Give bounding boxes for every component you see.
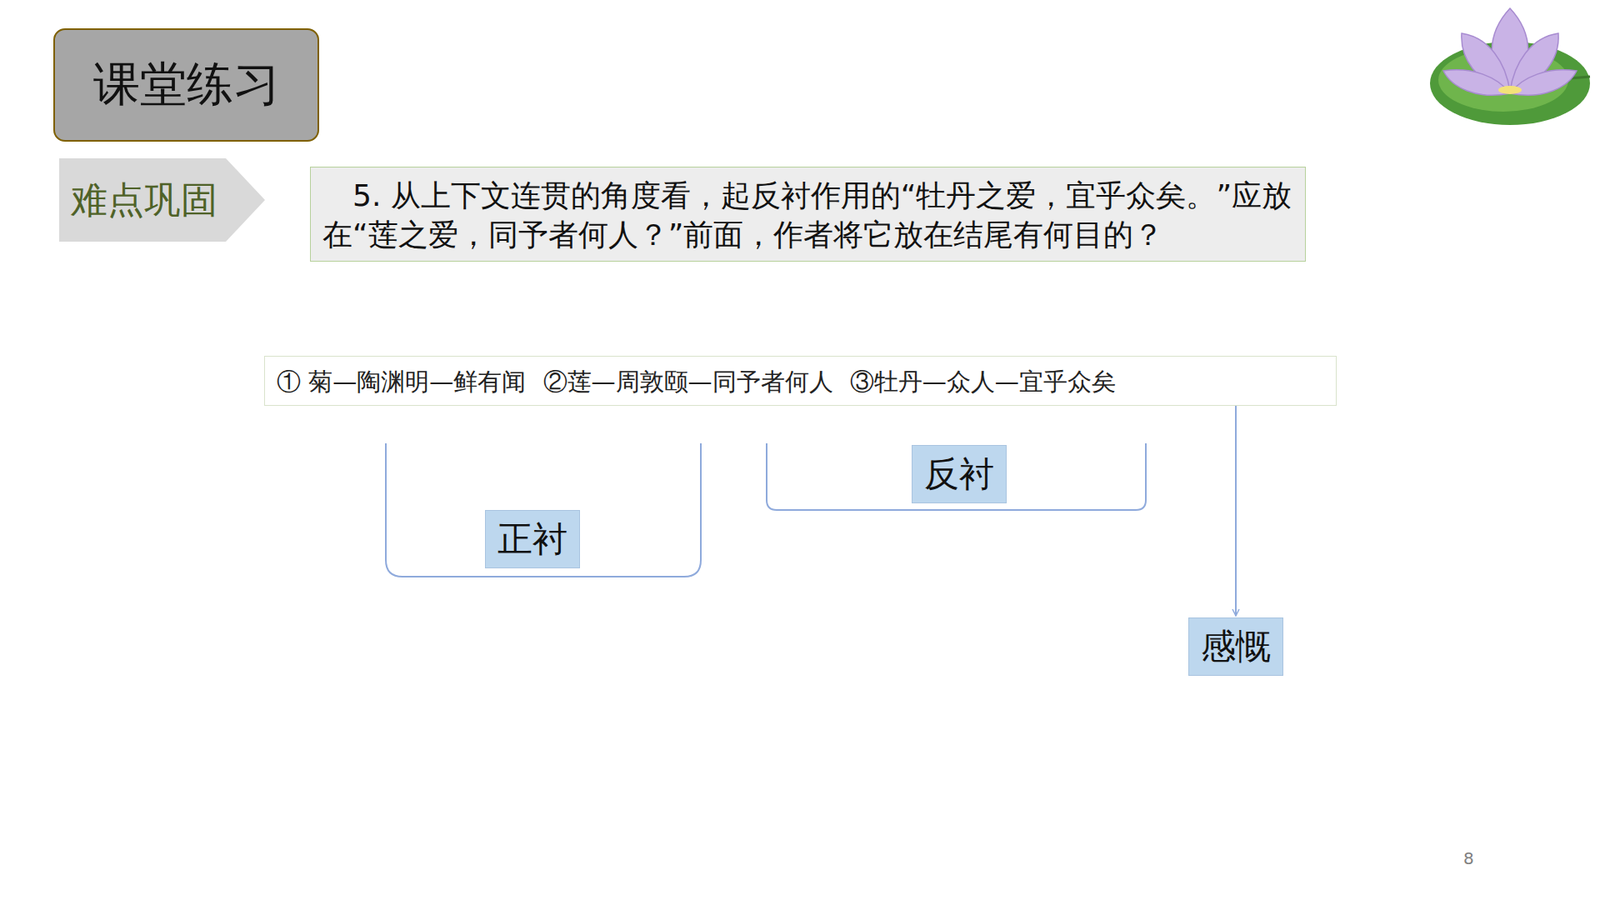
label-box: 正衬	[485, 510, 580, 569]
node-text: 感慨	[1200, 623, 1271, 670]
arrow-connector	[1235, 405, 1237, 616]
section-tag: 难点巩固	[59, 158, 265, 242]
node-text: ③牡丹—众人—宜乎众矣	[850, 367, 1116, 396]
node-text: ②莲—周敦颐—同予者何人	[543, 367, 834, 396]
bracket-contrast	[766, 443, 1146, 510]
slide-title: 课堂练习	[93, 53, 280, 117]
title-box: 课堂练习	[53, 28, 320, 142]
label-box: 感慨	[1188, 617, 1284, 676]
bracket-positive	[385, 443, 701, 577]
node-text: 反衬	[924, 450, 995, 498]
node-text: 难点巩固	[70, 175, 218, 225]
node-text: 正衬	[497, 515, 568, 563]
label-box: 反衬	[911, 445, 1007, 504]
page-number: 8	[1463, 848, 1600, 869]
sentence-box: ① 菊—陶渊明—鲜有闻 ②莲—周敦颐—同予者何人 ③牡丹—众人—宜乎众矣	[264, 355, 1337, 406]
question-box: 5. 从上下文连贯的角度看，起反衬作用的“牡丹之爱，宜乎众矣。”应放在“莲之爱，…	[310, 166, 1306, 262]
node-text: 5. 从上下文连贯的角度看，起反衬作用的“牡丹之爱，宜乎众矣。”应放在“莲之爱，…	[322, 175, 1294, 255]
lotus-illustration	[1426, 0, 1599, 134]
node-text: ① 菊—陶渊明—鲜有闻	[276, 367, 526, 396]
